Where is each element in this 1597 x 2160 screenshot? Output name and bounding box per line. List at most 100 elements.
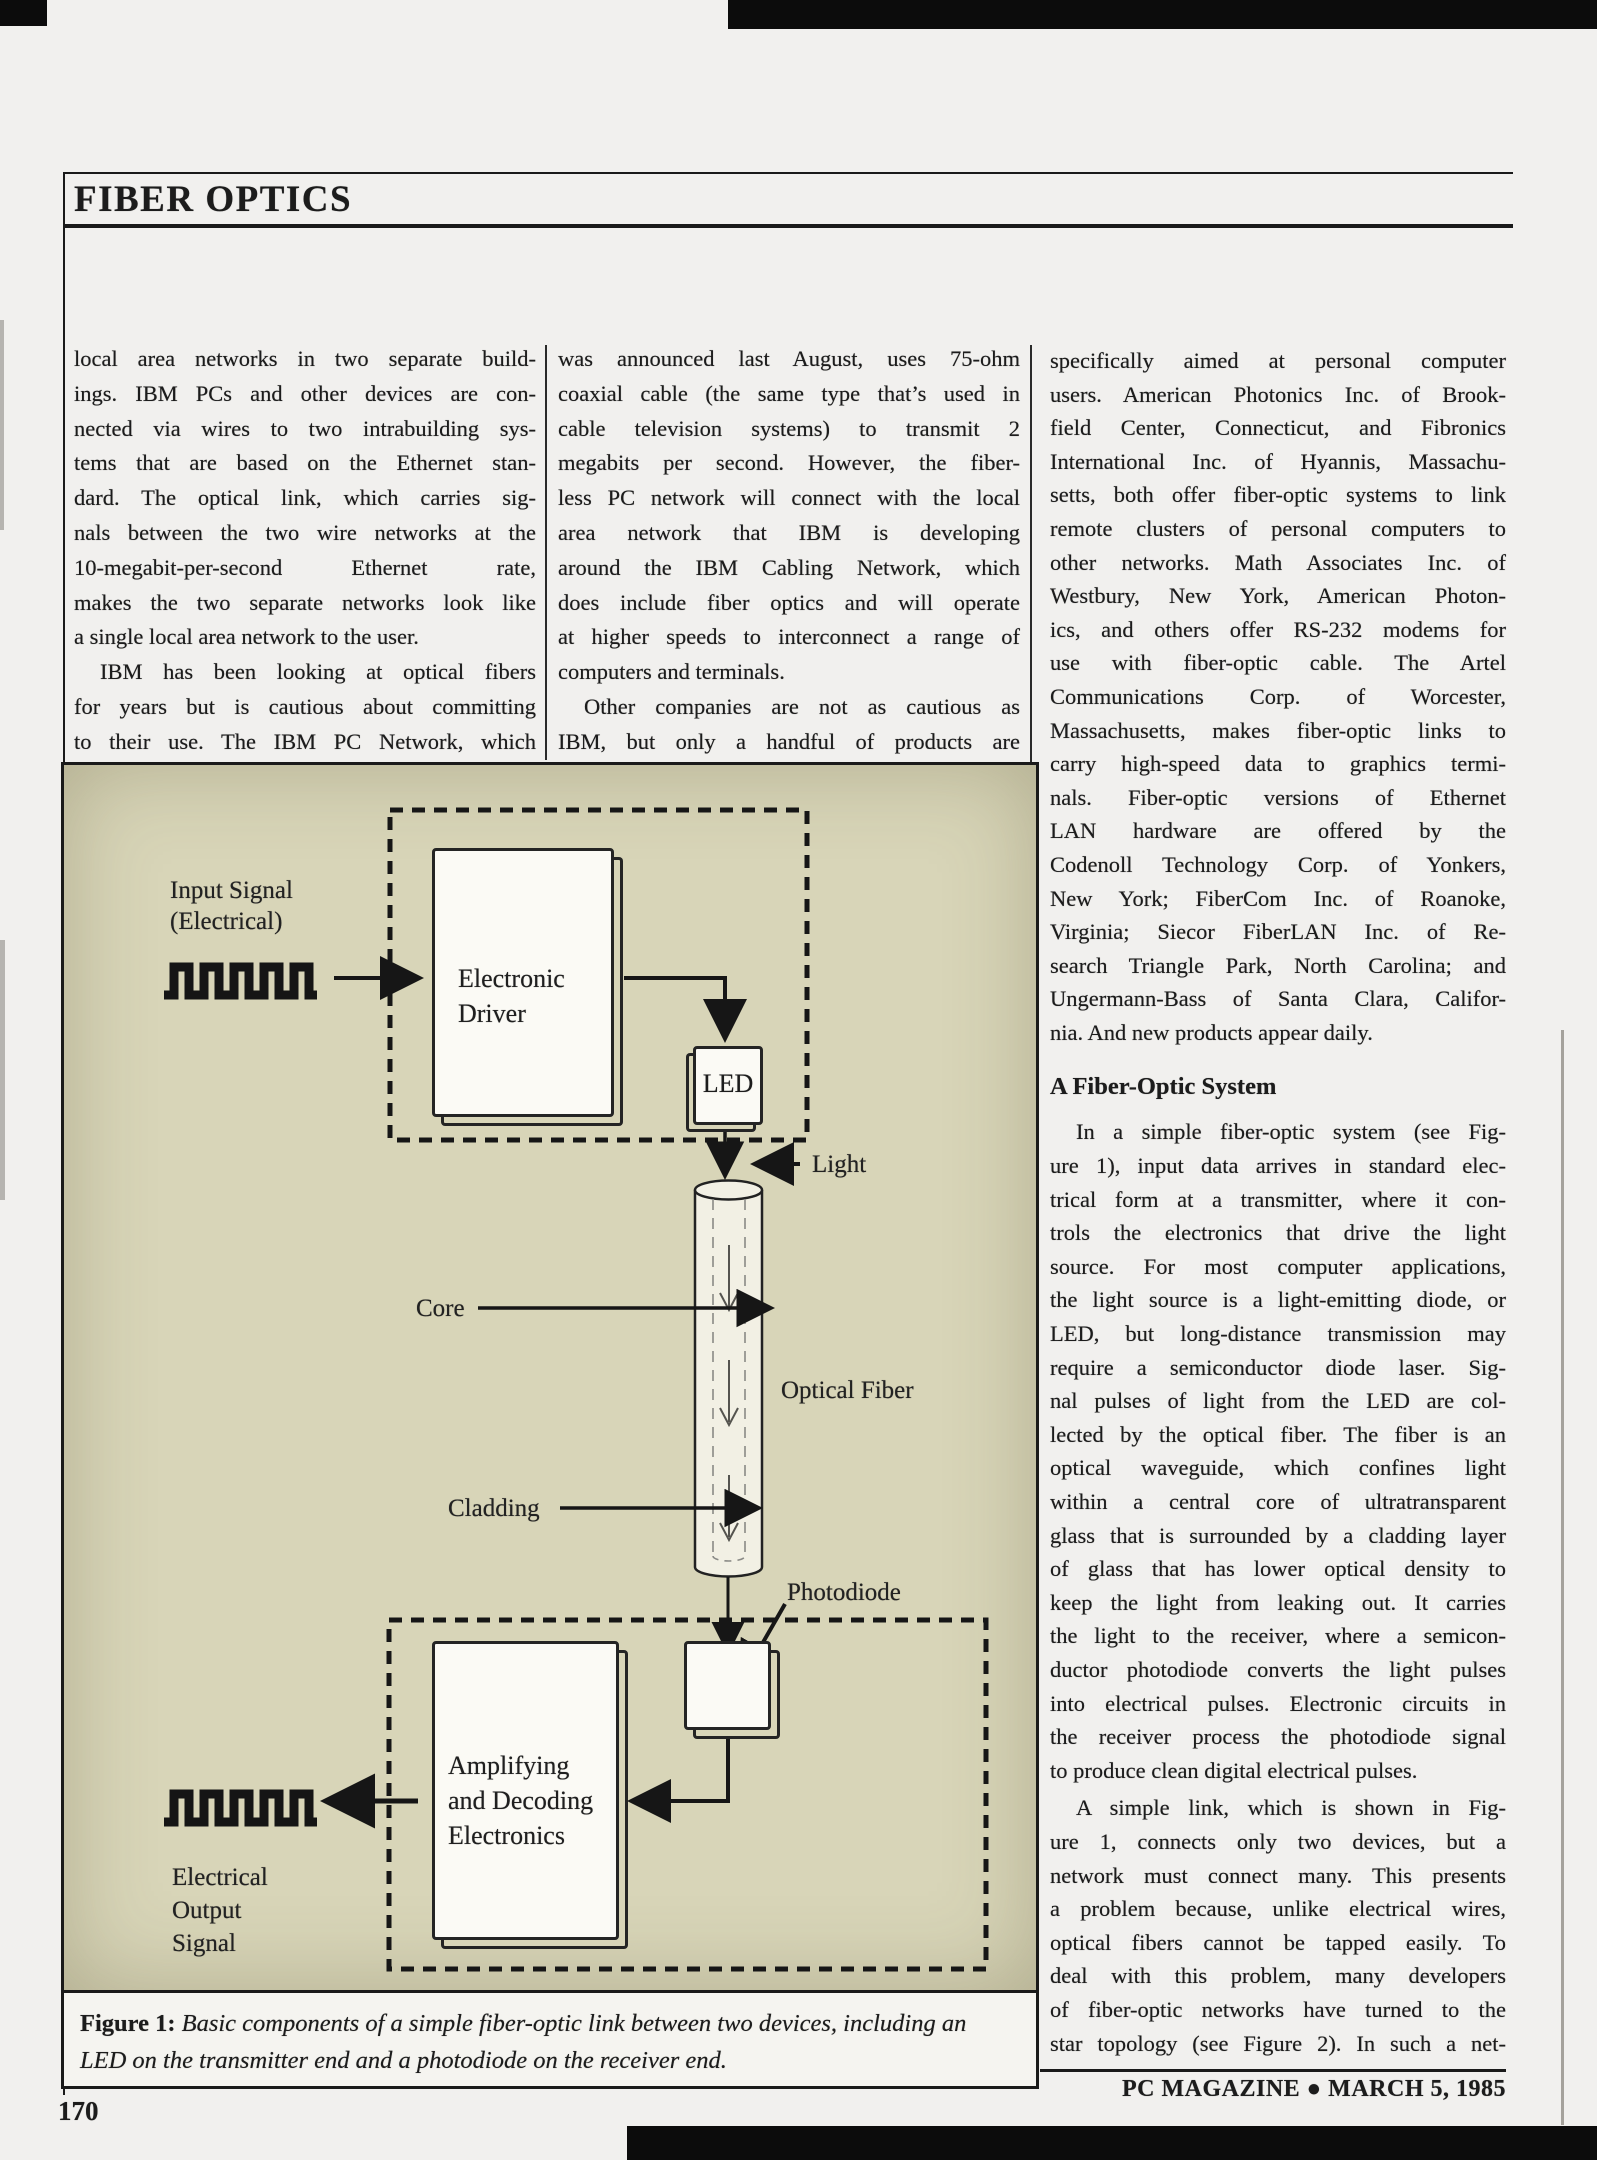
text-line: glass that is surrounded by a cladding l… <box>1050 1522 1506 1548</box>
text-line: remote clusters of personal computers to <box>1050 515 1506 541</box>
led-label: LED <box>702 1069 754 1098</box>
text-line: Massachusetts, makes fiber-optic links t… <box>1050 717 1506 743</box>
text-line: nals. Fiber-optic versions of Ethernet <box>1050 784 1506 810</box>
text-line: to their use. The IBM PC Network, which <box>74 728 536 754</box>
text-line: within a central core of ultratransparen… <box>1050 1489 1506 1514</box>
text-line: makes the two separate networks look lik… <box>74 589 536 615</box>
text-line: A simple link, which is shown in Fig- <box>1076 1795 1506 1821</box>
text-line: coaxial cable (the same type that’s used… <box>558 380 1020 406</box>
scan-artifact <box>0 320 4 530</box>
electronic-driver-label: Electronic Driver <box>458 964 565 1028</box>
text-line: Communications Corp. of Worcester, <box>1050 683 1506 709</box>
text-line: of fiber-optic networks have turned to t… <box>1050 1996 1506 2022</box>
light-label: Light <box>812 1151 867 1178</box>
text-line: LAN hardware are offered by the <box>1050 818 1506 844</box>
text-line: a problem because, unlike electrical wir… <box>1050 1896 1506 1922</box>
text-line: nal pulses of light from the LED are col… <box>1050 1388 1506 1414</box>
text-line: the light to the receiver, where a semic… <box>1050 1623 1506 1649</box>
text-line: setts, both offer fiber-optic systems to… <box>1050 482 1506 508</box>
text-line: for years but is cautious about committi… <box>74 693 536 719</box>
text-line: Other companies are not as cautious as <box>584 693 1020 719</box>
fiber-top-mouth <box>693 1179 764 1201</box>
text-line: require a semiconductor diode laser. Sig… <box>1050 1354 1506 1380</box>
section-title: FIBER OPTICS <box>74 179 353 220</box>
masthead-rule-top <box>63 172 1513 174</box>
text-line: local area networks in two separate buil… <box>74 346 536 371</box>
text-line: field Center, Connecticut, and Fibronics <box>1050 415 1506 441</box>
text-line: of glass that has lower optical density … <box>1050 1556 1506 1582</box>
text-line: around the IBM Cabling Network, which <box>558 554 1020 580</box>
text-line: cable television systems) to transmit 2 <box>558 415 1020 441</box>
text-line: International Inc. of Hyannis, Massachu- <box>1050 448 1506 474</box>
text-line: dard. The optical link, which carries si… <box>74 485 536 511</box>
text-line: deal with this problem, many developers <box>1050 1963 1506 1989</box>
text-line: nected via wires to two intrabuilding sy… <box>74 415 536 441</box>
text-line: keep the light from leaking out. It carr… <box>1050 1589 1506 1615</box>
figure-1-caption: Figure 1: Basic components of a simple f… <box>64 1990 1036 2086</box>
text-line: lected by the optical fiber. The fiber i… <box>1050 1421 1506 1447</box>
text-line: trols the electronics that drive the lig… <box>1050 1220 1506 1246</box>
text-line: ductor photodiode converts the light pul… <box>1050 1656 1506 1682</box>
driver-to-led-connector <box>624 976 747 1043</box>
text-line: area network that IBM is developing <box>558 519 1020 545</box>
optical-fiber-label: Optical Fiber <box>781 1377 914 1404</box>
electrical-output-signal-label: Electrical Output Signal <box>172 1864 268 1957</box>
text-line: network must connect many. This presents <box>1050 1862 1506 1888</box>
text-line: to produce clean digital electrical puls… <box>1050 1757 1418 1783</box>
text-line: the receiver process the photodiode sign… <box>1050 1724 1506 1750</box>
page-number: 170 <box>58 2096 99 2126</box>
electronic-driver-box: Electronic Driver <box>432 848 614 1117</box>
text-line: nals between the two wire networks at th… <box>74 519 536 545</box>
text-line: Westbury, New York, American Photon- <box>1050 583 1506 609</box>
text-line: ics, and others offer RS-232 modems for <box>1050 616 1506 642</box>
scan-bar-bottom <box>627 2126 1597 2160</box>
figure-caption-number: Figure 1: <box>80 2010 176 2037</box>
text-line: ings. IBM PCs and other devices are con- <box>74 380 536 406</box>
photodiode-to-amplifier-connector <box>627 1732 730 1823</box>
scan-artifact <box>0 940 5 1200</box>
text-line: IBM, but only a handful of products are <box>558 728 1020 754</box>
cladding-label: Cladding <box>448 1495 540 1522</box>
figure-caption-text: Basic components of a simple fiber-optic… <box>80 2010 967 2074</box>
text-line: LED, but long-distance transmission may <box>1050 1321 1506 1347</box>
column-3-paragraphs-1: specifically aimed at personal computer u… <box>1050 344 1506 1049</box>
footer-magazine-date: PC MAGAZINE ● MARCH 5, 1985 <box>1122 2076 1506 2102</box>
text-line: search Triangle Park, North Carolina; an… <box>1050 952 1506 978</box>
figure-1-linework <box>164 807 989 1972</box>
text-column-1: local area networks in two separate buil… <box>74 342 536 760</box>
led-box: LED <box>693 1046 763 1125</box>
figure-1: Electronic Driver LED Amplifying and Dec… <box>61 762 1039 2089</box>
text-line: a single local area network to the user. <box>74 624 419 650</box>
receiver-dashed-box <box>386 1617 989 1972</box>
text-line: at higher speeds to interconnect a range… <box>558 624 1020 650</box>
text-line: optical fibers cannot be tapped easily. … <box>1050 1929 1506 1955</box>
column-3-paragraphs-3: A simple link, which is shown in Fig-ure… <box>1050 1791 1506 2060</box>
text-line: tems that are based on the Ethernet stan… <box>74 450 536 476</box>
text-line: New York; FiberCom Inc. of Roanoke, <box>1050 885 1506 911</box>
text-line: into electrical pulses. Electronic circu… <box>1050 1690 1506 1716</box>
text-column-3: specifically aimed at personal computer u… <box>1050 344 1506 2060</box>
light-pulse-arrows <box>719 1245 739 1543</box>
fiber-bottom-cap <box>693 1566 764 1578</box>
input-square-wave-icon <box>164 962 317 1000</box>
column-3-paragraphs-2: In a simple fiber-optic system (see Fig-… <box>1050 1115 1506 1787</box>
text-line: less PC network will connect with the lo… <box>558 485 1020 511</box>
text-line: nia. And new products appear daily. <box>1050 1019 1373 1045</box>
text-line: specifically aimed at personal computer <box>1050 348 1506 373</box>
core-label: Core <box>416 1295 465 1322</box>
text-line: users. American Photonics Inc. of Brook- <box>1050 381 1506 407</box>
column-divider-1 <box>545 345 547 760</box>
text-line: megabits per second. However, the fiber- <box>558 450 1020 476</box>
scan-bar-top-right <box>728 0 1597 29</box>
text-line: does include fiber optics and will opera… <box>558 589 1020 615</box>
input-signal-label: Input Signal (Electrical) <box>170 877 293 935</box>
text-line: Codenoll Technology Corp. of Yonkers, <box>1050 851 1506 877</box>
text-line: 10-megabit-per-second Ethernet rate, <box>74 554 536 580</box>
text-line: optical waveguide, which confines light <box>1050 1455 1506 1481</box>
text-line: other networks. Math Associates Inc. of <box>1050 549 1506 575</box>
core-dashed-bottom <box>712 1555 746 1562</box>
text-line: computers and terminals. <box>558 659 785 685</box>
text-line: carry high-speed data to graphics termi- <box>1050 751 1506 777</box>
text-line: Ungermann-Bass of Santa Clara, Califor- <box>1050 986 1506 1012</box>
